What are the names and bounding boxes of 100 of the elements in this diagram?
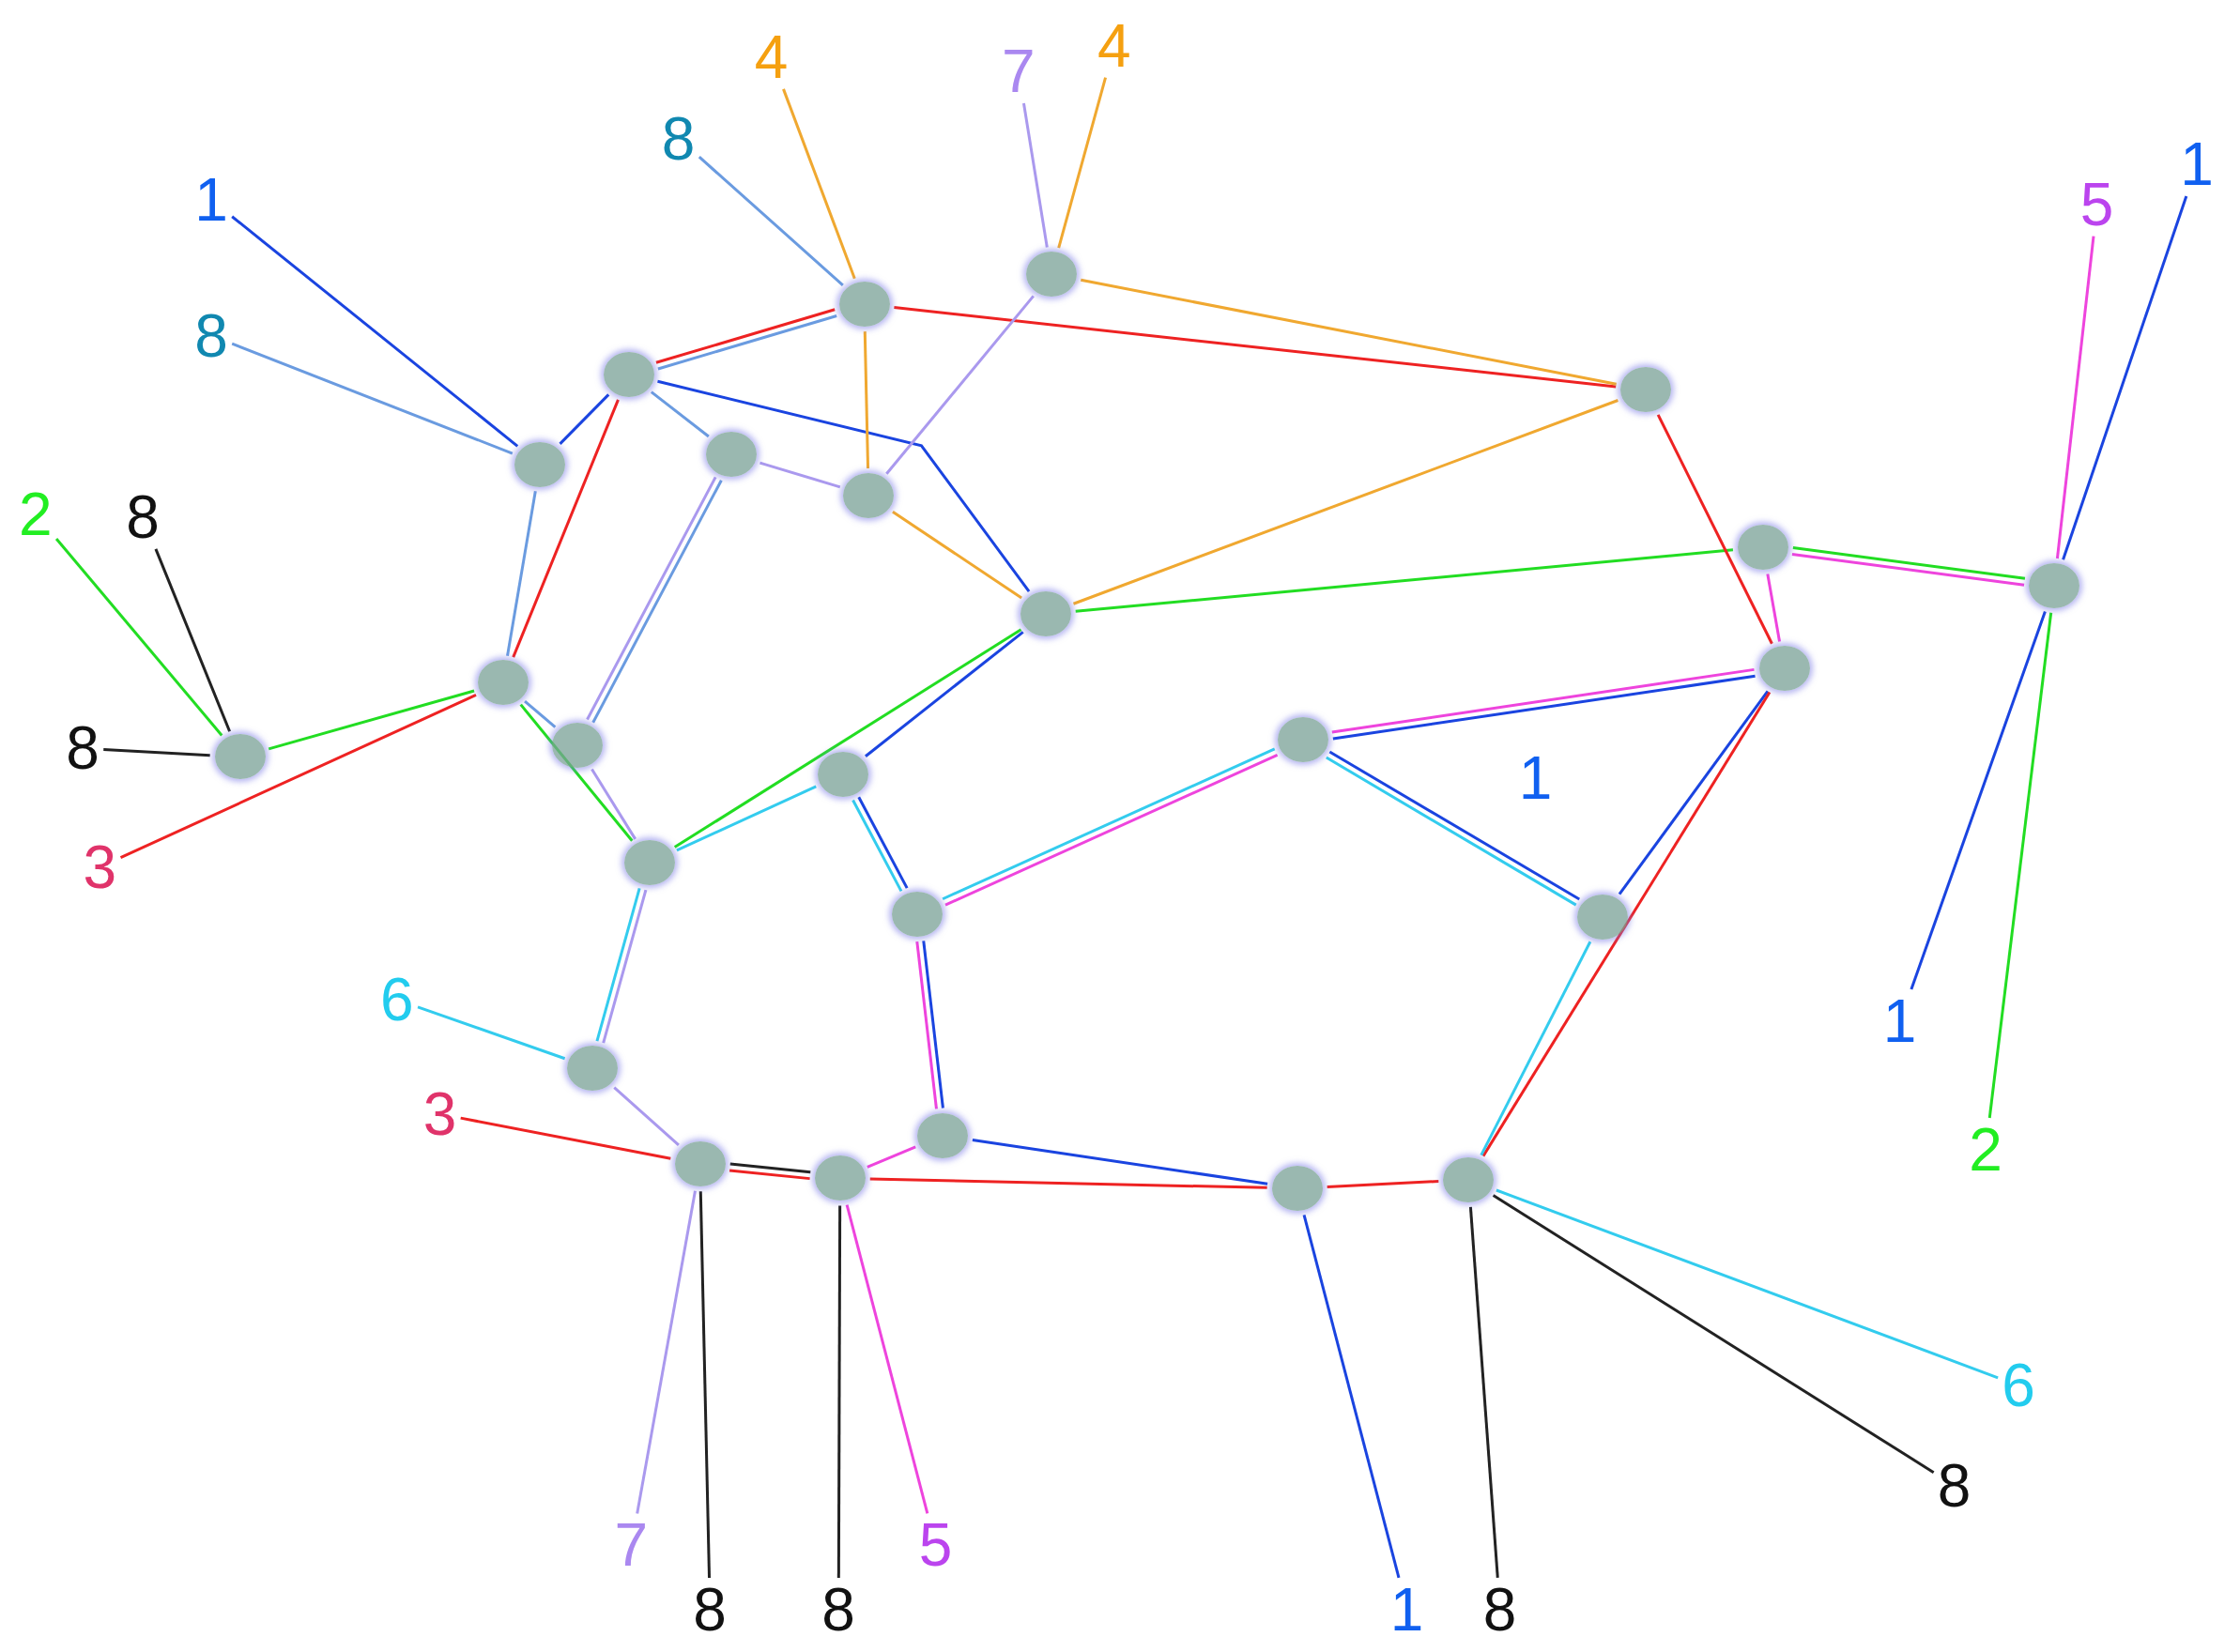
route-line	[782, 88, 856, 280]
junction-circle	[567, 1046, 619, 1092]
junction-circle	[1443, 1156, 1495, 1202]
route-line	[885, 295, 1035, 475]
route-number: 1	[194, 170, 228, 231]
route-number: 8	[194, 305, 228, 366]
route-line	[1481, 691, 1772, 1157]
route-line	[417, 1005, 566, 1061]
route-number: 7	[1001, 41, 1036, 102]
route-line	[154, 548, 231, 732]
route-line	[657, 314, 837, 371]
junction-circle	[674, 1141, 726, 1187]
route-number: 6	[2002, 1355, 2035, 1416]
route-line	[1910, 611, 2047, 990]
route-line	[1327, 1180, 1439, 1188]
route-line	[698, 156, 844, 286]
junction-circle	[814, 1155, 866, 1201]
route-line	[1075, 548, 1734, 613]
route-line	[759, 461, 841, 489]
route-line	[915, 941, 938, 1109]
route-number: 4	[1097, 15, 1131, 76]
junction-circle	[1737, 524, 1788, 570]
route-number: 1	[1518, 748, 1553, 809]
junction-circle	[917, 1112, 969, 1158]
route-line	[2055, 236, 2095, 559]
route-number: 1	[1882, 991, 1917, 1051]
route-line	[613, 1086, 680, 1146]
junction-circle	[838, 282, 890, 328]
route-line	[54, 538, 223, 737]
junction-circle	[1619, 367, 1671, 413]
route-line	[512, 399, 620, 658]
route-line	[1468, 1206, 1499, 1579]
route-number: 8	[821, 1579, 855, 1640]
route-line	[506, 490, 537, 656]
junction-circle	[551, 723, 603, 769]
route-line	[268, 689, 475, 751]
route-line	[231, 215, 519, 448]
route-number: 2	[19, 483, 53, 544]
junction-circle	[1577, 894, 1629, 940]
route-number: 3	[83, 836, 117, 897]
route-line	[922, 941, 944, 1109]
route-number: 8	[693, 1579, 727, 1640]
route-line	[869, 1177, 1267, 1189]
route-line	[1792, 546, 2026, 580]
route-number: 2	[1969, 1119, 2002, 1180]
route-number: 6	[380, 970, 414, 1031]
route-line	[1332, 674, 1756, 741]
route-number: 7	[614, 1515, 649, 1576]
junction-circle	[624, 840, 676, 886]
route-number: 8	[1937, 1455, 1972, 1516]
route-line	[1496, 1188, 1999, 1380]
junction-circle	[843, 473, 895, 518]
junction-circle	[1758, 646, 1810, 692]
route-number: 8	[126, 486, 160, 547]
route-number: 8	[66, 718, 100, 779]
route-line	[1987, 612, 2053, 1119]
route-line	[1791, 553, 2025, 587]
route-line	[894, 306, 1617, 389]
junction-circle	[817, 751, 868, 797]
route-number: 8	[1482, 1579, 1517, 1640]
route-line	[655, 308, 836, 364]
route-line	[1072, 399, 1619, 605]
junction-circle	[214, 734, 266, 780]
route-line	[1022, 102, 1049, 248]
route-line	[231, 342, 514, 455]
route-line	[972, 1138, 1268, 1185]
route-number: 5	[918, 1515, 953, 1576]
route-line	[1480, 941, 1592, 1156]
route-line	[636, 1190, 697, 1514]
route-line	[602, 889, 648, 1044]
route-number: 3	[422, 1083, 457, 1144]
route-line	[103, 748, 210, 757]
route-line	[676, 785, 817, 852]
route-number: 1	[1389, 1579, 1424, 1640]
route-line	[2062, 195, 2188, 560]
route-number: 5	[2079, 174, 2114, 235]
route-line	[460, 1116, 671, 1160]
route-line	[1492, 1194, 1935, 1474]
route-line	[857, 796, 909, 889]
junction-circle	[477, 660, 529, 706]
junction-circle	[1277, 717, 1328, 763]
route-line	[729, 1169, 810, 1181]
route-line	[865, 631, 1024, 757]
route-line	[1766, 574, 1781, 642]
route-line	[524, 700, 557, 728]
route-line	[673, 628, 1022, 849]
junction-circle	[603, 351, 654, 397]
route-line	[845, 1204, 929, 1514]
route-line	[867, 1145, 916, 1169]
route-line	[657, 379, 1031, 593]
route-line	[1656, 414, 1773, 645]
route-line	[1080, 278, 1617, 386]
junction-circle	[891, 891, 943, 937]
route-line	[559, 393, 610, 445]
junction-circle	[706, 431, 758, 477]
route-line	[698, 1191, 711, 1578]
junction-circle	[1020, 591, 1071, 637]
route-line	[863, 331, 870, 469]
route-line	[836, 1205, 842, 1578]
route-line	[852, 799, 903, 893]
